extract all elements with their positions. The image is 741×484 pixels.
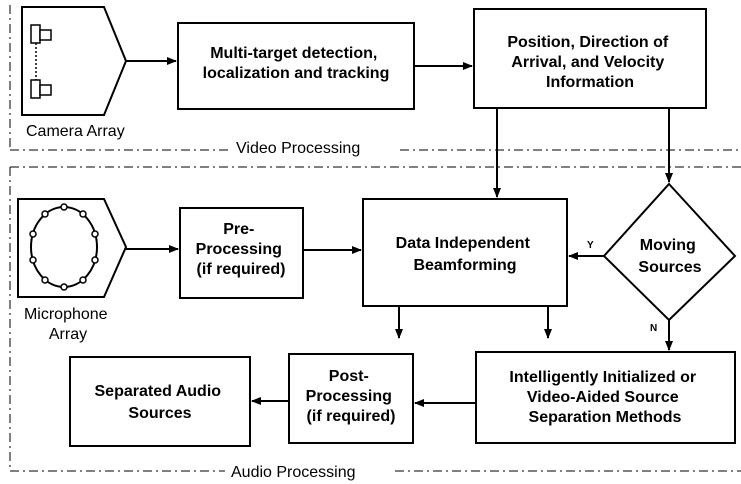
camera-array-shape [21, 6, 128, 116]
microphone-icon [29, 203, 99, 291]
microphone-array-shape [17, 198, 128, 298]
separated-audio-text: Separated Audio Sources [95, 383, 226, 422]
camera-array-label: Camera Array [26, 123, 125, 140]
camera-icon [30, 24, 52, 99]
flow-arrows [126, 57, 673, 407]
video-section-border [9, 5, 741, 151]
audio-processing-label: Audio Processing [231, 464, 356, 481]
beamforming-text: Data Independent Beamforming [396, 235, 535, 274]
yes-branch-label: Y [587, 240, 594, 251]
audio-section-border [9, 166, 741, 472]
postprocessing-text: Post- Processing (if required) [306, 368, 397, 425]
position-info-text: Position, Direction of Arrival, and Velo… [507, 34, 672, 91]
beamforming-box [362, 198, 568, 307]
moving-sources-text: Moving Sources [638, 237, 701, 276]
separation-methods-box [475, 351, 736, 444]
separation-methods-text: Intelligently Initialized or Video-Aided… [509, 369, 700, 426]
position-info-box [473, 8, 707, 109]
video-processing-label: Video Processing [236, 140, 360, 157]
no-branch-label: N [650, 323, 657, 334]
microphone-array-label: Microphone Array [24, 306, 112, 343]
postprocessing-box [288, 353, 414, 444]
detection-text: Multi-target detection, localization and… [203, 45, 390, 82]
preprocessing-text: Pre- Processing (if required) [196, 221, 287, 278]
separated-audio-box [69, 356, 251, 447]
preprocessing-box [179, 207, 304, 299]
